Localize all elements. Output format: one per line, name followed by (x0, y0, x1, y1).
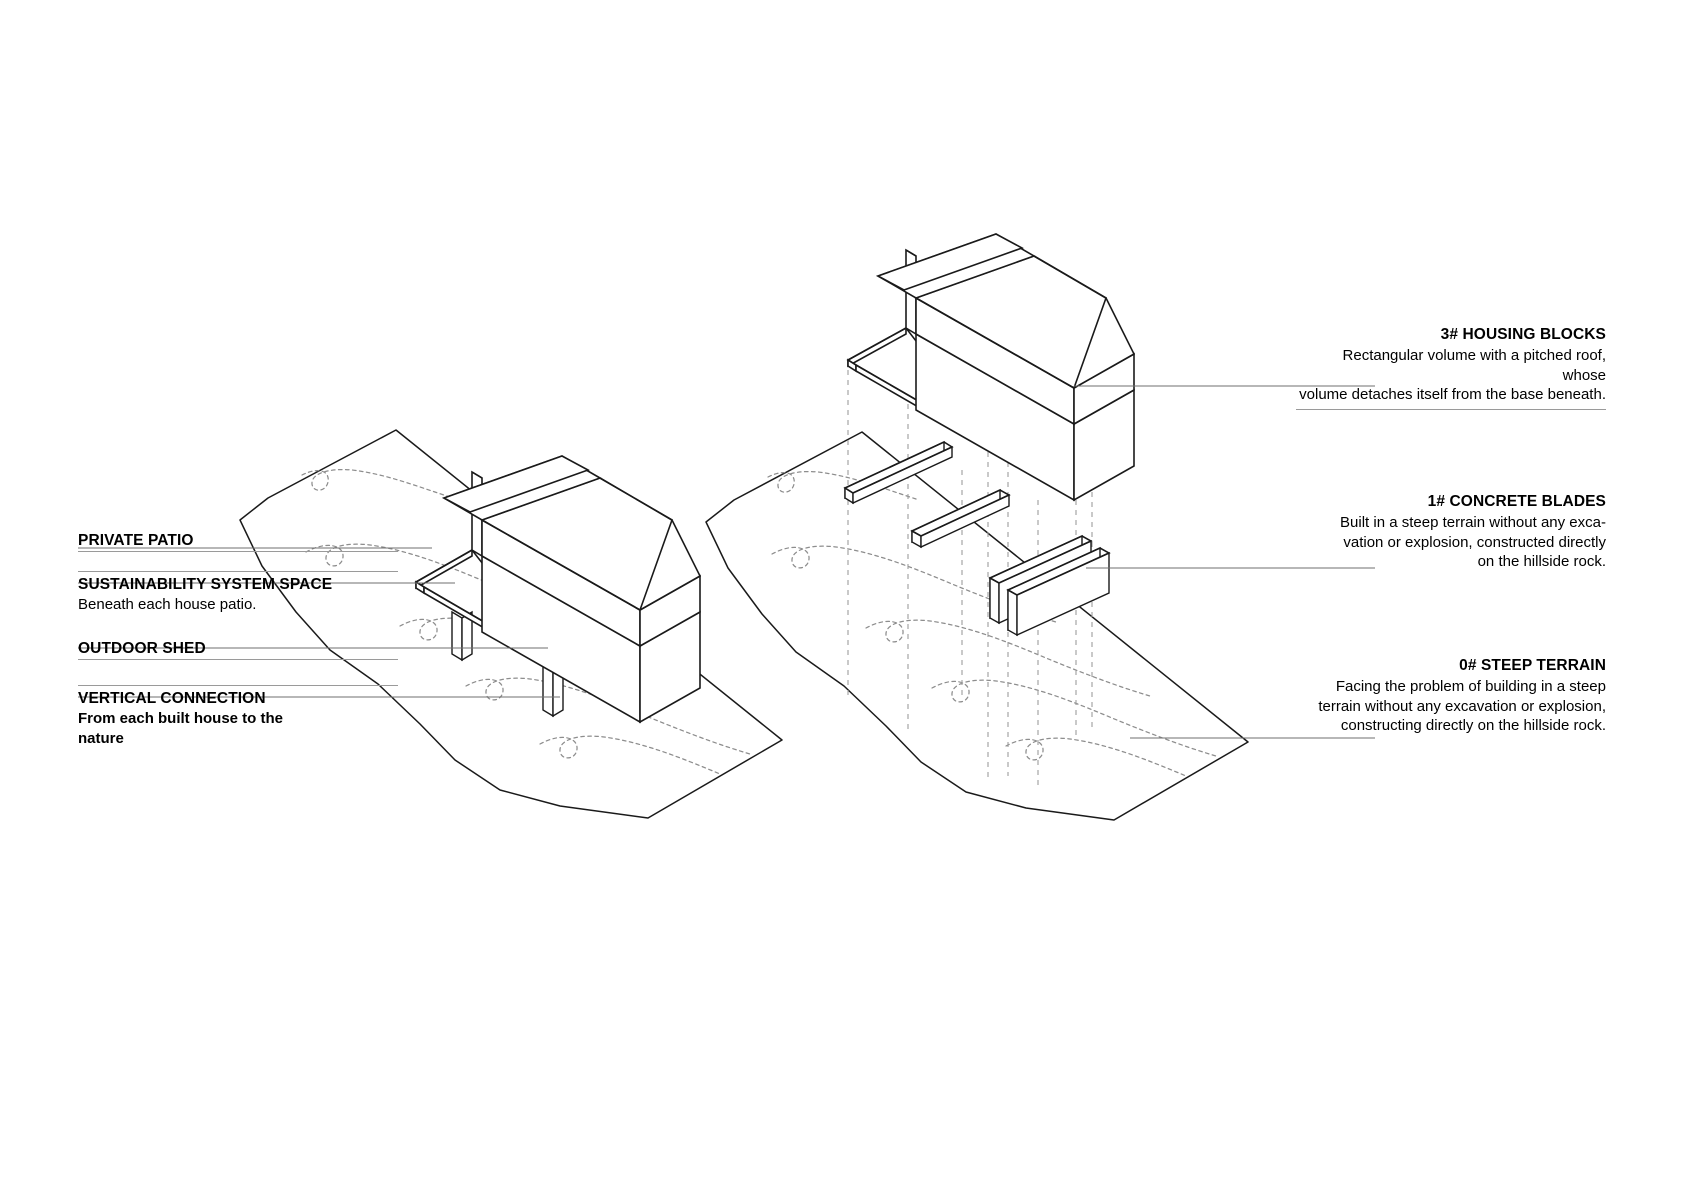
right-house-block (846, 233, 1136, 502)
right-terrain-contours (767, 470, 1217, 777)
label-outdoor-shed-rule (78, 659, 398, 660)
label-steep-terrain: 0# STEEP TERRAIN Facing the problem of b… (1296, 656, 1606, 736)
left-house-volume (442, 455, 702, 648)
label-vertical-connection-rule (78, 685, 398, 686)
label-concrete-blades-body-3: on the hillside rock. (1477, 553, 1606, 570)
label-vertical-connection-title: VERTICAL CONNECTION (78, 690, 266, 707)
label-concrete-blades: 1# CONCRETE BLADES Built in a steep terr… (1296, 492, 1606, 572)
label-private-patio-rule (78, 551, 398, 552)
right-terrain-plane (705, 431, 1249, 821)
explosion-projection-lines (847, 370, 1093, 790)
concrete-blade-4 (1006, 546, 1111, 637)
label-housing-blocks-rule (1296, 408, 1606, 410)
label-sustainability-rule (78, 571, 398, 572)
label-sustainability-system-space: SUSTAINABILITY SYSTEM SPACE Beneath each… (78, 571, 398, 615)
label-sustainability-title: SUSTAINABILITY SYSTEM SPACE (78, 576, 333, 593)
label-steep-terrain-body-2: terrain without any excavation or explos… (1318, 697, 1606, 715)
concrete-blade-1 (843, 440, 954, 505)
label-housing-blocks-body-1: Rectangular volume with a pitched roof, … (1342, 347, 1606, 384)
left-house-base (481, 554, 701, 724)
label-steep-terrain-title: 0# STEEP TERRAIN (1459, 657, 1606, 674)
label-private-patio-title: PRIVATE PATIO (78, 532, 194, 549)
label-housing-blocks: 3# HOUSING BLOCKS Rectangular volume wit… (1296, 325, 1606, 410)
label-vertical-connection-body: From each built house to the nature (78, 710, 284, 747)
label-concrete-blades-body-1: Built in a steep terrain without any exc… (1340, 514, 1606, 531)
label-concrete-blades-body-2: vation or explosion, constructed directl… (1343, 533, 1606, 551)
right-diagram (705, 233, 1375, 821)
label-outdoor-shed-title: OUTDOOR SHED (78, 640, 206, 657)
left-diagram (78, 429, 783, 819)
right-leader-lines (1074, 385, 1375, 739)
label-outdoor-shed: OUTDOOR SHED (78, 636, 398, 660)
concrete-blade-2 (910, 488, 1011, 549)
concrete-blades (843, 440, 1111, 637)
label-private-patio: PRIVATE PATIO (78, 528, 398, 552)
label-steep-terrain-body-1: Facing the problem of building in a stee… (1335, 678, 1606, 695)
label-housing-blocks-body-2: volume detaches itself from the base ben… (1299, 386, 1606, 403)
left-leader-lines (78, 547, 560, 698)
label-steep-terrain-body-3: constructing directly on the hillside ro… (1340, 717, 1606, 734)
label-vertical-connection: VERTICAL CONNECTION From each built hous… (78, 685, 398, 749)
label-concrete-blades-title: 1# CONCRETE BLADES (1427, 493, 1606, 510)
label-housing-blocks-title: 3# HOUSING BLOCKS (1440, 326, 1606, 343)
label-sustainability-body: Beneath each house patio. (78, 596, 257, 613)
